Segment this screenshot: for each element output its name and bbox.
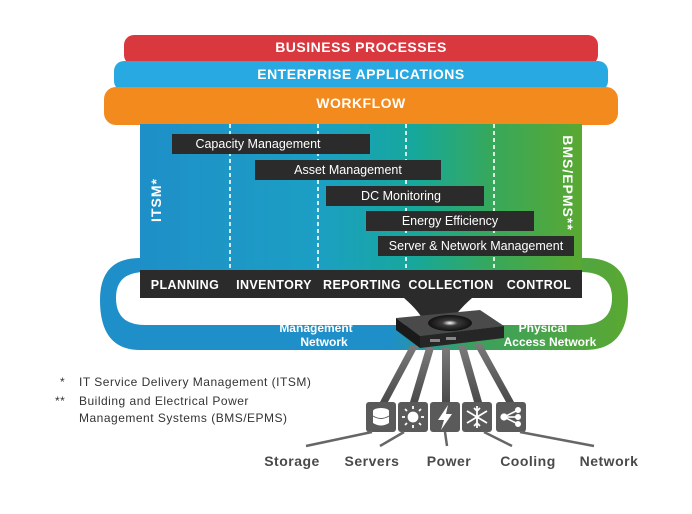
stage-inventory: INVENTORY (236, 278, 312, 292)
business-processes-bar (124, 35, 598, 65)
capacity-management-bar (172, 134, 370, 154)
footnote-2-marker: ** (55, 394, 65, 408)
server-network-management-label: Server & Network Management (389, 239, 564, 253)
layer-business-processes: BUSINESS PROCESSES (124, 35, 598, 65)
server-network-management-bar (378, 236, 574, 256)
snowflake-icon (466, 406, 488, 428)
physical-access-network-label-line2: Access Network (504, 335, 597, 349)
stage-bar-background (140, 270, 582, 298)
footnotes: * IT Service Delivery Management (ITSM) … (55, 375, 311, 425)
cable-servers (410, 348, 434, 402)
appliance-port-2 (446, 337, 456, 340)
footnote-1-text: IT Service Delivery Management (ITSM) (79, 375, 311, 389)
enterprise-applications-label: ENTERPRISE APPLICATIONS (257, 66, 465, 82)
sun-icon (402, 406, 424, 428)
energy-efficiency-bar (366, 211, 534, 231)
appliance (396, 310, 504, 348)
layer-enterprise-applications: ENTERPRISE APPLICATIONS (114, 61, 608, 91)
category-connectors (305, 430, 595, 448)
asset-management-label: Asset Management (294, 163, 402, 177)
footnote-2-line2: Management Systems (BMS/EPMS) (79, 411, 288, 425)
appliance-port-1 (430, 339, 440, 342)
dc-monitoring-bar (326, 186, 484, 206)
category-network: Network (580, 453, 639, 469)
enterprise-applications-bar (114, 61, 608, 91)
appliance-front (420, 326, 504, 348)
energy-efficiency-label: Energy Efficiency (402, 214, 499, 228)
cable-cooling (458, 346, 482, 402)
connector-network (519, 430, 595, 448)
cables (380, 344, 514, 402)
category-storage: Storage (264, 453, 320, 469)
management-network-label-line1: Management (279, 321, 352, 335)
category-servers: Servers (345, 453, 400, 469)
category-cooling: Cooling (500, 453, 556, 469)
asset-management-bar (255, 160, 441, 180)
category-power: Power (427, 453, 472, 469)
physical-access-network-label-line1: Physical (519, 321, 568, 335)
itsm-label: ITSM* (148, 178, 164, 222)
connector-cooling (483, 430, 513, 448)
lightning-bolt-icon (438, 405, 452, 430)
function-bars: Capacity Management Asset Management DC … (172, 134, 574, 256)
management-network-label-line2: Network (300, 335, 348, 349)
dc-monitoring-label: DC Monitoring (361, 189, 441, 203)
connector-servers (379, 430, 405, 448)
connector-power (443, 431, 449, 447)
stage-control: CONTROL (507, 278, 572, 292)
workflow-label: WORKFLOW (316, 95, 406, 111)
footnote-2-line1: Building and Electrical Power (79, 394, 249, 408)
stage-collection: COLLECTION (408, 278, 493, 292)
connector-storage (305, 430, 373, 448)
capacity-management-label: Capacity Management (195, 137, 321, 151)
cable-power (442, 348, 450, 402)
category-icons (366, 402, 526, 432)
footnote-1-marker: * (60, 375, 65, 389)
stage-reporting: REPORTING (323, 278, 401, 292)
appliance-left-side (396, 318, 420, 348)
network-nodes-icon (500, 406, 521, 427)
stage-bar: PLANNING INVENTORY REPORTING COLLECTION … (140, 270, 582, 298)
layer-workflow: WORKFLOW (104, 87, 618, 125)
category-labels: Storage Servers Power Cooling Network (264, 453, 638, 469)
bms-epms-label: BMS/EPMS** (560, 135, 576, 231)
database-icon (372, 408, 390, 426)
cable-storage (380, 346, 418, 402)
stage-planning: PLANNING (151, 278, 219, 292)
appliance-swirl (428, 315, 472, 331)
cable-network (474, 344, 514, 402)
workflow-bar (104, 87, 618, 125)
business-processes-label: BUSINESS PROCESSES (275, 39, 447, 55)
